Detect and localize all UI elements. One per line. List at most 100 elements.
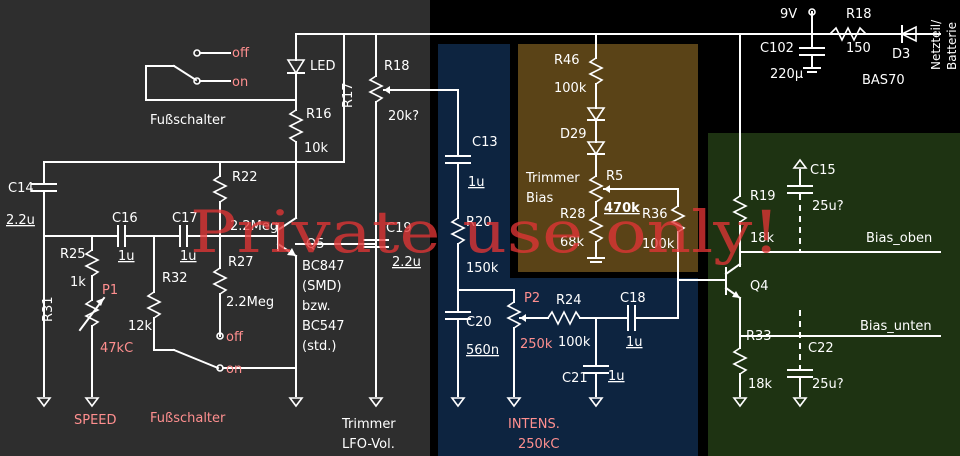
label-r5: R5 <box>606 169 623 184</box>
output-panel <box>708 133 960 456</box>
label-r22-value: 2.2Meg <box>230 219 278 234</box>
label-c16-value: 1u <box>118 249 135 264</box>
label-c18-value: 1u <box>626 335 643 350</box>
label-p1: P1 <box>102 283 118 298</box>
label-r24-value: 100k <box>558 335 591 350</box>
label-c20-value: 560n <box>466 343 499 358</box>
label-r36: R36 <box>642 207 668 222</box>
label-r32: R32 <box>162 271 188 286</box>
label-c15-value: 25u? <box>812 199 844 214</box>
ground-symbols-left <box>36 397 384 408</box>
label-c19-value: 2.2u <box>392 255 421 270</box>
label-r20-value: 150k <box>466 261 499 276</box>
led <box>229 33 306 163</box>
label-r16-value: 10k <box>304 141 329 156</box>
label-c13: C13 <box>472 135 498 150</box>
label-c102-value: 220µ <box>770 67 803 82</box>
label-c17-value: 1u <box>180 249 197 264</box>
label-r20: R20 <box>466 215 492 230</box>
label-r18-value: 150 <box>846 41 871 56</box>
supply-rail <box>295 8 941 35</box>
c22-capacitor <box>732 310 813 408</box>
label-c21: C21 <box>562 371 588 386</box>
label-r27-value: 2.2Meg <box>226 295 274 310</box>
q5-transistor <box>276 216 377 397</box>
label-r33-value: 18k <box>748 377 773 392</box>
label-r16: R16 <box>306 107 332 122</box>
label-c16: C16 <box>112 211 138 226</box>
label-intens-2: 250kC <box>518 437 559 452</box>
label-q4: Q4 <box>750 279 769 294</box>
label-q5-type2: (SMD) <box>302 279 342 294</box>
r27-branch <box>212 235 228 337</box>
label-bas70: BAS70 <box>862 73 905 88</box>
bias-panel <box>518 44 698 272</box>
label-q5-type5: (std.) <box>302 339 336 354</box>
label-bias-unten: Bias_unten <box>860 319 932 334</box>
p2-pot <box>506 279 679 397</box>
footswitch-bottom <box>172 332 297 372</box>
label-r36-value: 100k <box>642 237 675 252</box>
label-d3: D3 <box>892 47 910 62</box>
label-footswitch-bottom: Fußschalter <box>150 411 226 426</box>
label-9v: 9V <box>780 7 797 22</box>
label-q5-type3: bzw. <box>302 299 331 314</box>
watermark-text: Private use only! <box>190 198 780 266</box>
c13-branch <box>445 89 515 397</box>
label-c18: C18 <box>620 291 646 306</box>
label-c19: C19 <box>386 221 412 236</box>
label-p2: P2 <box>524 291 540 306</box>
label-led: LED <box>310 59 335 74</box>
q4-stage <box>724 33 941 397</box>
label-trimmer-bias-2: Bias <box>526 191 553 206</box>
label-bias-oben: Bias_oben <box>866 231 932 246</box>
label-q5-type1: BC847 <box>302 259 345 274</box>
label-r33: R33 <box>746 329 772 344</box>
c19-capacitor <box>363 239 389 248</box>
label-c20: C20 <box>466 315 492 330</box>
q5-collector <box>43 161 345 237</box>
label-on-top: on <box>232 75 248 90</box>
d3-diode <box>900 25 917 43</box>
label-r25: R25 <box>60 247 86 262</box>
label-c13-value: 1u <box>468 175 485 190</box>
label-c14: C14 <box>8 181 34 196</box>
label-c22-value: 25u? <box>812 377 844 392</box>
label-c15: C15 <box>810 163 836 178</box>
footswitch-top <box>145 49 231 101</box>
c15-capacitor <box>787 158 813 252</box>
label-r32-value: 12k <box>128 319 153 334</box>
label-footswitch-top: Fußschalter <box>150 113 226 128</box>
label-speed: SPEED <box>74 413 117 428</box>
label-q5: Q5 <box>306 237 325 252</box>
label-r18: R18 <box>846 7 872 22</box>
label-intens-1: INTENS. <box>508 417 560 432</box>
label-c17: C17 <box>172 211 198 226</box>
base-line <box>43 225 279 247</box>
label-c21-value: 1u <box>608 369 625 384</box>
label-p2-value: 250k <box>520 337 553 352</box>
label-r46-value: 100k <box>554 81 587 96</box>
ground-symbols-intens <box>450 397 604 408</box>
label-r24: R24 <box>556 293 582 308</box>
label-r28-value: 68k <box>560 235 585 250</box>
label-r19: R19 <box>750 189 776 204</box>
label-off-bottom: off <box>226 330 244 345</box>
label-trimmer-lfo-1: Trimmer <box>341 417 396 432</box>
label-c14-value: 2.2u <box>6 213 35 228</box>
label-c22: C22 <box>808 341 834 356</box>
r32-branch <box>146 235 175 351</box>
label-p1-value: 47kC <box>100 341 133 356</box>
label-trimmer-lfo-2: LFO-Vol. <box>342 437 395 452</box>
label-c102: C102 <box>760 41 794 56</box>
label-r18-pot: R18 <box>384 59 410 74</box>
label-r22: R22 <box>232 170 258 185</box>
label-netzteil-1: Netzteil/ <box>929 19 943 70</box>
label-off-top: off <box>232 46 250 61</box>
label-r27: R27 <box>228 255 254 270</box>
r18-pot <box>368 33 459 397</box>
label-r28: R28 <box>560 207 586 222</box>
label-r31: R31 <box>41 296 56 322</box>
